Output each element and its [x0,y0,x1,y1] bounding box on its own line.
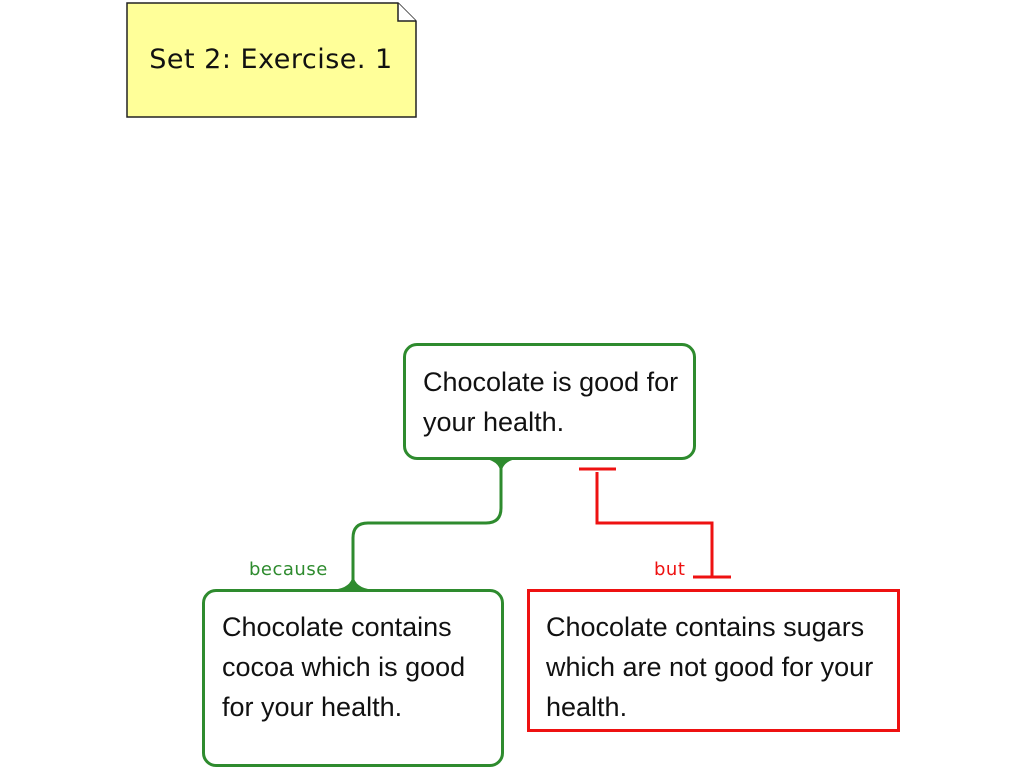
but-connector [579,467,731,579]
note-shape [126,2,417,118]
claim-box: Chocolate is good for your health. [403,343,696,460]
objection-text: Chocolate contains sugars which are not … [546,612,874,722]
reason-box: Chocolate contains cocoa which is good f… [202,589,504,767]
but-label: but [654,559,686,580]
because-connector [338,459,516,589]
because-label: because [249,559,328,580]
claim-text: Chocolate is good for your health. [423,367,679,437]
objection-box: Chocolate contains sugars which are not … [527,589,900,732]
exercise-title: Set 2: Exercise. 1 [149,44,393,75]
reason-text: Chocolate contains cocoa which is good f… [222,612,466,722]
exercise-note: Set 2: Exercise. 1 [126,2,417,118]
